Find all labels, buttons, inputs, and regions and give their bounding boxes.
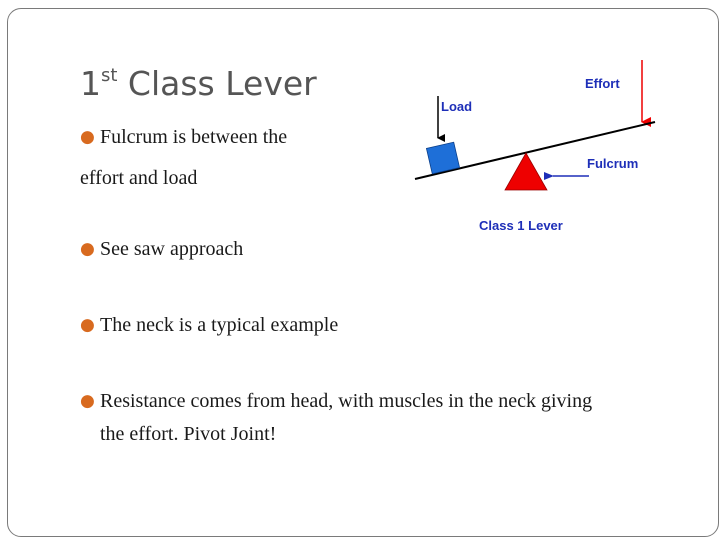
slide-title: 1st Class Lever [80,64,317,104]
bullet-text-3: The neck is a typical example [100,314,339,336]
bullet-icon: ● [80,239,95,259]
diagram-caption: Class 1 Lever [479,218,563,233]
lever-beam [414,121,656,180]
lever-diagram: Load Effort Fulcrum Class 1 Lever [414,60,656,233]
slide-frame [7,8,719,537]
bullet-text-1: Fulcrum is between the [100,126,288,148]
bullet-text-4-continued: the effort. Pivot Joint! [100,423,277,445]
title-superscript: st [101,65,118,86]
load-label: Load [441,99,472,114]
fulcrum-label: Fulcrum [587,156,638,171]
bullet-icon: ● [80,315,95,335]
fulcrum-triangle [504,152,548,191]
title-rest: Class Lever [117,64,317,103]
bullet-icon: ● [80,127,95,147]
bullet-text-2: See saw approach [100,238,244,260]
bullet-text-4: Resistance comes from head, with muscles… [100,390,593,412]
effort-label: Effort [585,76,620,91]
title-main: 1 [80,64,101,103]
bullet-icon: ● [80,391,95,411]
load-box [425,141,461,175]
bullet-text-1-continued: effort and load [80,167,198,189]
